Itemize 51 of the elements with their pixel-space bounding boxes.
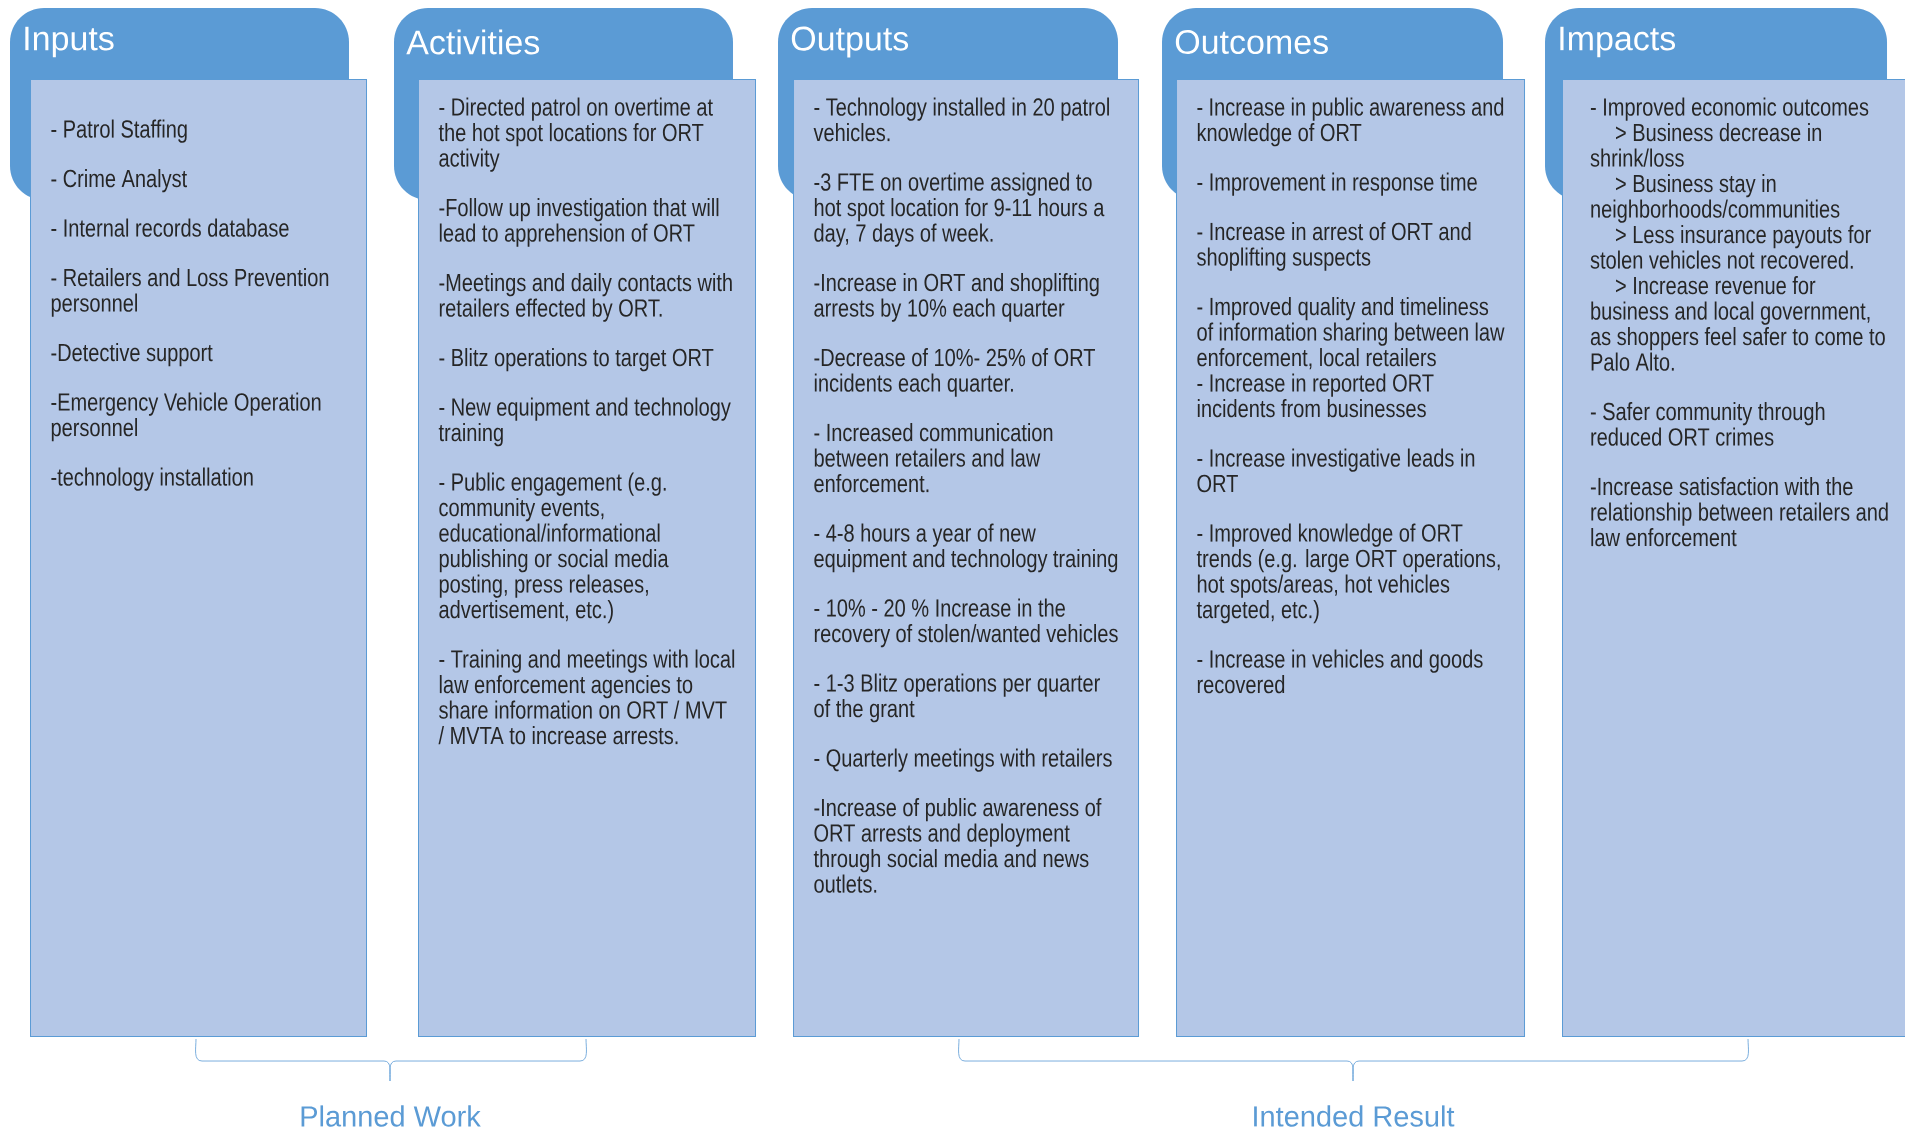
list-item: - Quarterly meetings with retailers: [814, 748, 1112, 772]
list-item: -Follow up investigation that will lead to apprehension of ORT: [439, 198, 719, 247]
list-item: - 4-8 hours a year of new equipment and technology training: [814, 523, 1118, 573]
list-item: - Patrol Staffing: [51, 119, 187, 143]
list-item: -Meetings and daily contacts with retailers effected by ORT.: [439, 273, 732, 322]
panel-heading: Outputs: [791, 26, 909, 58]
list-item: - Directed patrol on overtime at the hot spot locations for ORT activity: [438, 97, 713, 172]
list-item: -Increase in ORT and shoplifting arrests by 10% each quarter: [814, 273, 1099, 322]
list-item: -technology installation: [51, 467, 253, 491]
column-panel: [10, 8, 367, 1037]
list-item: - Public engagement (e.g. community events, educational/informational publishing or social media posting, press releases, advertisement, etc.): [439, 472, 669, 624]
list-item: - Retailers and Loss Prevention personnel: [51, 268, 329, 317]
list-item: - Technology installed in 20 patrol vehicles.: [813, 97, 1109, 142]
list-item: > Less insurance payouts for stolen vehicles not recovered.: [1590, 225, 1871, 269]
group-label: Intended Result: [1254, 1105, 1455, 1127]
column-panel: [1162, 8, 1525, 1037]
column-panel: [778, 8, 1139, 1037]
list-item: - Improved quality and timeliness of information sharing between law enforcement, local retailers: [1197, 297, 1505, 370]
list-item: - Improved knowledge of ORT trends (e.g. large ORT operations, hot spots/areas, hot vehicles targeted, etc.): [1196, 523, 1500, 624]
panel-heading: Activities: [406, 29, 540, 55]
list-item: - Crime Analyst: [51, 169, 187, 193]
list-item: - Increase in vehicles and goods recovered: [1197, 649, 1483, 694]
panel-heading: Inputs: [25, 26, 114, 58]
list-item: - 1-3 Blitz operations per quarter of the grant: [814, 673, 1100, 723]
list-item: - Improved economic outcomes: [1590, 97, 1869, 121]
list-item: -Increase of public awareness of ORT arrests and deployment through social media and news outlets.: [813, 798, 1102, 893]
list-item: - Improvement in response time: [1197, 172, 1477, 196]
list-item: > Business decrease in shrink/loss: [1590, 123, 1821, 167]
list-item: -Increase satisfaction with the relationship between retailers and law enforcement: [1590, 477, 1888, 547]
list-item: -Detective support: [51, 343, 213, 367]
list-item: - Increased communication between retailers and law enforcement.: [814, 423, 1053, 493]
panel-heading: Impacts: [1560, 26, 1676, 58]
list-item: - Training and meetings with local law enforcement agencies to share information on ORT / MVT / MVTA to increase arrests.: [438, 649, 735, 745]
list-item: > Increase revenue for business and local government, as shoppers feel safer to come to Palo Alto.: [1590, 276, 1885, 371]
group-label: Planned Work: [301, 1105, 481, 1127]
panel-heading: Outcomes: [1175, 29, 1328, 55]
list-item: - Increase in reported ORT incidents from businesses: [1197, 373, 1434, 418]
list-item: -3 FTE on overtime assigned to hot spot location for 9-11 hours a day, 7 days of week.: [814, 172, 1105, 247]
list-item: - Increase in public awareness and knowledge of ORT: [1197, 97, 1504, 147]
column-panel: [394, 8, 756, 1037]
list-item: -Emergency Vehicle Operation personnel: [51, 392, 321, 442]
list-item: - Blitz operations to target ORT: [439, 348, 714, 372]
list-item: > Business stay in neighborhoods/communities: [1591, 174, 1840, 223]
list-item: - New equipment and technology training: [438, 397, 731, 447]
list-item: - Safer community through reduced ORT crimes: [1590, 402, 1825, 446]
list-item: - Increase investigative leads in ORT: [1197, 448, 1475, 493]
column-panel: [1545, 8, 1905, 1037]
list-item: - Increase in arrest of ORT and shoplifting suspects: [1197, 222, 1471, 271]
list-item: - Internal records database: [51, 218, 289, 237]
list-item: - 10% - 20 % Increase in the recovery of stolen/wanted vehicles: [814, 598, 1118, 648]
list-item: -Decrease of 10%- 25% of ORT incidents each quarter.: [814, 348, 1095, 397]
